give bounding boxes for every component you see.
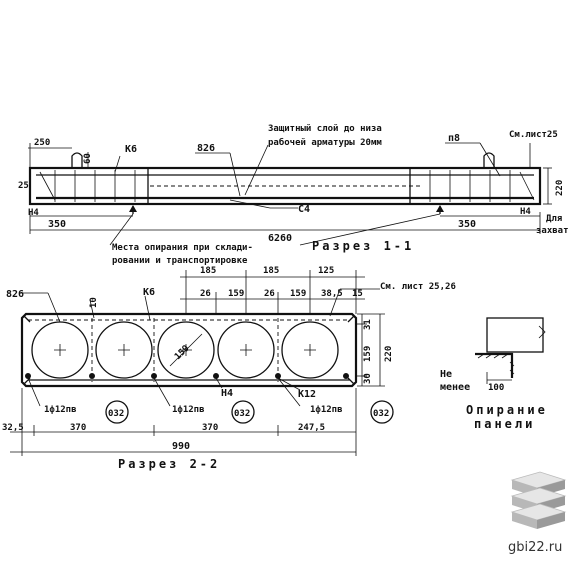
dim-30: 30 <box>363 373 373 384</box>
dim-60: 60 <box>83 153 93 164</box>
left-cage <box>39 168 149 204</box>
dim-125: 125 <box>318 266 334 276</box>
label-k6-cross: К6 <box>143 287 155 298</box>
label-k12: К12 <box>298 389 316 400</box>
support-panel-end <box>486 317 544 353</box>
dim-10: 10 <box>89 297 99 308</box>
section-2-2: 185 185 125 26 159 26 159 38,5 15 826 К6… <box>2 266 456 471</box>
lifting-loop-right <box>483 152 495 168</box>
for-grip-line1: Для <box>546 214 562 224</box>
panel-longitudinal-outline <box>28 166 542 206</box>
dim-159-side: 159 <box>363 346 373 362</box>
mark-circle-3 <box>370 400 394 424</box>
dimensions-1-1 <box>28 143 552 234</box>
rebar-label-3: 1ф12пв <box>310 405 343 415</box>
dimensions-2-2-bottom <box>10 388 357 456</box>
support-arrows <box>129 205 444 214</box>
label-n4-cross: Н4 <box>221 388 233 399</box>
section-1-1: 250 60 25 Н4 350 6260 350 220 К6 826 Защ… <box>18 124 569 266</box>
dim-26b: 26 <box>264 289 275 299</box>
dim-247-5: 247,5 <box>298 423 325 433</box>
hollow-cores <box>31 321 339 379</box>
support-caption-line2: панели <box>474 417 535 431</box>
mark-circle-1 <box>105 400 129 424</box>
watermark: gbi22.ru <box>508 471 567 555</box>
dimensions-2-2-top <box>180 270 365 314</box>
panel-cross-outline <box>20 312 358 388</box>
slab-stack-icon <box>510 471 567 529</box>
dim-185b: 185 <box>263 266 279 276</box>
lifting-loop-left <box>71 152 83 168</box>
support-caption-line1: Опирание <box>466 403 548 417</box>
support-hatch <box>477 353 515 375</box>
core-3 <box>157 321 215 379</box>
support-detail: Не менее 100 Опирание панели <box>440 317 548 431</box>
mark-032-2: 032 <box>234 409 250 419</box>
support-note-line1: Места опирания при склади- <box>112 243 253 253</box>
min-label-line2: менее <box>440 382 470 393</box>
section-1-1-title: Разрез 1-1 <box>312 239 414 253</box>
dim-350-right: 350 <box>458 219 476 230</box>
core-5 <box>281 321 339 379</box>
mark-032-1: 032 <box>108 409 124 419</box>
label-826-cross: 826 <box>6 289 24 300</box>
mark-circle-2 <box>231 400 255 424</box>
dim-31: 31 <box>363 319 373 330</box>
dim-26a: 26 <box>200 289 211 299</box>
panel-chamfers <box>23 315 355 385</box>
dim-370b: 370 <box>202 423 218 433</box>
see-sheet-25: См.лист25 <box>509 130 558 140</box>
section-2-2-title: Разрез 2-2 <box>118 457 220 471</box>
cover-note-line1: Защитный слой до низа <box>268 124 382 134</box>
label-c4: С4 <box>298 204 310 215</box>
min-label-line1: Не <box>440 369 452 380</box>
rebar-dots <box>25 373 349 379</box>
min-value-100: 100 <box>488 383 504 393</box>
core-2 <box>95 321 153 379</box>
dim-370a: 370 <box>70 423 86 433</box>
right-cage <box>409 168 535 204</box>
cross-cages <box>28 318 350 382</box>
dim-159a: 159 <box>228 289 244 299</box>
for-grip-line2: захват <box>536 226 569 236</box>
dim-220-cross: 220 <box>384 346 394 362</box>
mark-032-3: 032 <box>373 409 389 419</box>
watermark-site: gbi22.ru <box>508 540 562 555</box>
dim-220: 220 <box>555 180 565 196</box>
dim-185a: 185 <box>200 266 216 276</box>
support-break <box>538 325 546 339</box>
label-n4-right: Н4 <box>520 207 531 217</box>
dim-159-diameter: 159 <box>173 344 192 363</box>
rebar-label-1: 1ф12пв <box>44 405 77 415</box>
leaders-2-2 <box>20 288 380 407</box>
dim-159b: 159 <box>290 289 306 299</box>
support-note-line2: ровании и транспортировке <box>112 256 248 266</box>
dim-250: 250 <box>34 138 50 148</box>
dim-25: 25 <box>18 181 29 191</box>
cover-note-line2: рабочей арматуры 20мм <box>268 137 382 148</box>
dim-38-5: 38,5 <box>321 289 343 299</box>
label-p8: п8 <box>448 133 460 144</box>
dimensions-2-2-side <box>357 313 385 387</box>
dim-6260: 6260 <box>268 233 292 244</box>
dim-350-left: 350 <box>48 219 66 230</box>
core-4 <box>217 321 275 379</box>
dim-32-5: 32,5 <box>2 423 24 433</box>
dim-990: 990 <box>172 441 190 452</box>
leaders-1-1 <box>109 142 531 246</box>
rebar-label-2: 1ф12пв <box>172 405 205 415</box>
label-826: 826 <box>197 143 215 154</box>
label-k6: К6 <box>125 144 137 155</box>
see-sheet-25-26: См. лист 25,26 <box>380 282 456 292</box>
support-ledge <box>475 352 514 378</box>
dim-15: 15 <box>352 289 363 299</box>
label-n4-left: Н4 <box>28 208 39 218</box>
